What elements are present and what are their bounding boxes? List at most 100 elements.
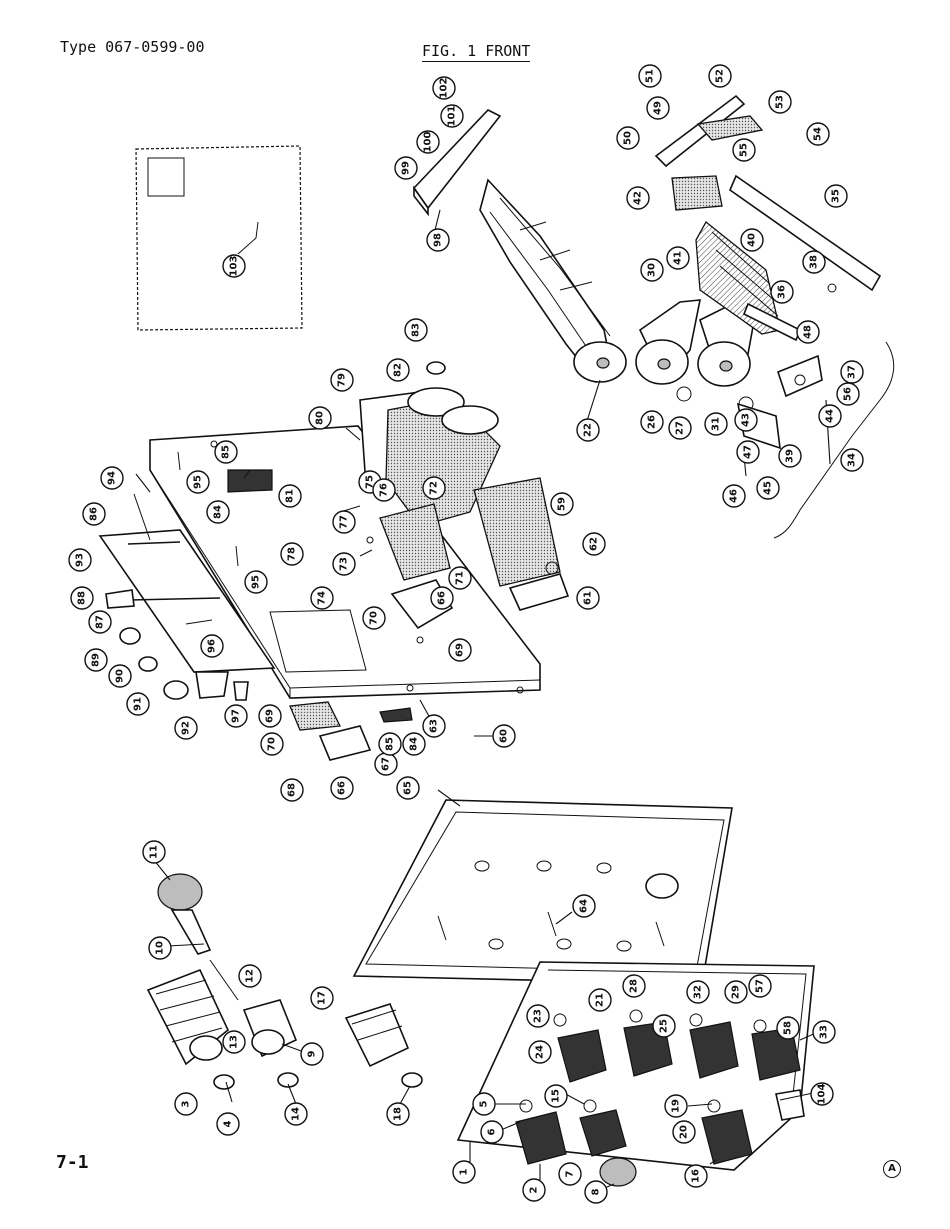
callout-label: 28 <box>629 979 640 993</box>
callout-label: 66 <box>437 591 448 605</box>
callout-circle <box>544 1084 568 1108</box>
callout-label: 70 <box>267 737 278 751</box>
callout-circle <box>214 440 238 464</box>
callout-54: 54 <box>806 122 830 146</box>
callout-circle <box>572 894 596 918</box>
callout-95: 95 <box>186 470 210 494</box>
callout-label: 4 <box>223 1120 234 1127</box>
callout-circle <box>824 184 848 208</box>
callout-79: 79 <box>330 368 354 392</box>
callout-20: 20 <box>672 1120 696 1144</box>
callout-label: 85 <box>385 737 396 751</box>
callout-circle <box>108 664 132 688</box>
callout-3: 3 <box>174 1092 198 1116</box>
callout-circle <box>770 280 794 304</box>
callout-label: 13 <box>229 1035 240 1049</box>
callout-label: 63 <box>429 719 440 733</box>
callout-label: 85 <box>221 445 232 459</box>
callout-label: 12 <box>245 969 256 983</box>
callout-45: 45 <box>756 476 780 500</box>
callout-label: 31 <box>711 417 722 431</box>
callout-25: 25 <box>652 1014 676 1038</box>
callout-label: 24 <box>535 1045 546 1059</box>
rotary-switch-assembly-top <box>412 109 627 384</box>
callout-label: 32 <box>693 985 704 999</box>
callout-35: 35 <box>824 184 848 208</box>
callout-100: 100 <box>416 130 440 154</box>
callout-1: 1 <box>452 1160 476 1184</box>
callout-label: 66 <box>337 781 348 795</box>
callout-circle <box>404 318 428 342</box>
callout-circle <box>576 418 600 442</box>
callout-label: 90 <box>115 669 126 683</box>
callout-label: 62 <box>589 537 600 551</box>
switch-wafers <box>635 299 757 412</box>
callout-label: 51 <box>645 69 656 83</box>
callout-label: 36 <box>777 285 788 299</box>
callout-circle <box>550 492 574 516</box>
callout-label: 91 <box>133 697 144 711</box>
callout-circle <box>802 250 826 274</box>
callout-95: 95 <box>244 570 268 594</box>
callout-28: 28 <box>622 974 646 998</box>
figure-title: FIG. 1 FRONT <box>422 42 531 62</box>
callout-label: 19 <box>671 1099 682 1113</box>
callout-37: 37 <box>840 360 864 384</box>
callout-label: 44 <box>825 409 836 423</box>
callout-label: 22 <box>583 423 594 437</box>
callout-circle <box>396 776 420 800</box>
callout-label: 74 <box>317 591 328 605</box>
callout-circle <box>330 776 354 800</box>
callout-label: 69 <box>455 643 466 657</box>
callout-circle <box>84 648 108 672</box>
callout-label: 76 <box>379 483 390 497</box>
callout-circle <box>332 510 356 534</box>
callout-label: 50 <box>623 131 634 145</box>
callout-89: 89 <box>84 648 108 672</box>
callout-label: 25 <box>659 1019 670 1033</box>
callout-78: 78 <box>280 542 304 566</box>
callout-circle <box>70 586 94 610</box>
callout-circle <box>430 586 454 610</box>
rotary-switch-stacks <box>146 873 423 1090</box>
callout-5: 5 <box>472 1092 496 1116</box>
callout-circle <box>378 732 402 756</box>
callout-90: 90 <box>108 664 132 688</box>
callout-label: 93 <box>75 553 86 567</box>
callout-label: 67 <box>381 757 392 771</box>
callout-104: 104 <box>810 1082 834 1106</box>
callout-34: 34 <box>840 448 864 472</box>
callout-label: 101 <box>447 106 458 127</box>
callout-circle <box>526 1004 550 1028</box>
callout-70: 70 <box>260 732 284 756</box>
callout-label: 102 <box>439 78 450 99</box>
callout-52: 52 <box>708 64 732 88</box>
callout-circle <box>812 1020 836 1044</box>
callout-circle <box>528 1040 552 1064</box>
callout-label: 27 <box>675 421 686 435</box>
callout-circle <box>244 570 268 594</box>
callout-label: 7 <box>565 1170 576 1177</box>
callout-circle <box>768 90 792 114</box>
callout-68: 68 <box>280 778 304 802</box>
callout-label: 37 <box>847 365 858 379</box>
callout-label: 77 <box>339 515 350 529</box>
callout-label: 9 <box>307 1050 318 1057</box>
callout-label: 55 <box>739 143 750 157</box>
callout-label: 33 <box>819 1025 830 1039</box>
callout-circle <box>558 1162 582 1186</box>
callout-circle <box>280 542 304 566</box>
callout-circle <box>840 448 864 472</box>
callout-label: 58 <box>783 1021 794 1035</box>
callout-50: 50 <box>616 126 640 150</box>
callout-64: 64 <box>572 894 596 918</box>
callout-circle <box>332 552 356 576</box>
callout-circle <box>186 470 210 494</box>
callout-15: 15 <box>544 1084 568 1108</box>
callout-label: 3 <box>181 1100 192 1107</box>
callout-53: 53 <box>768 90 792 114</box>
callout-label: 45 <box>763 481 774 495</box>
callout-80: 80 <box>308 406 332 430</box>
callout-circle <box>736 440 760 464</box>
